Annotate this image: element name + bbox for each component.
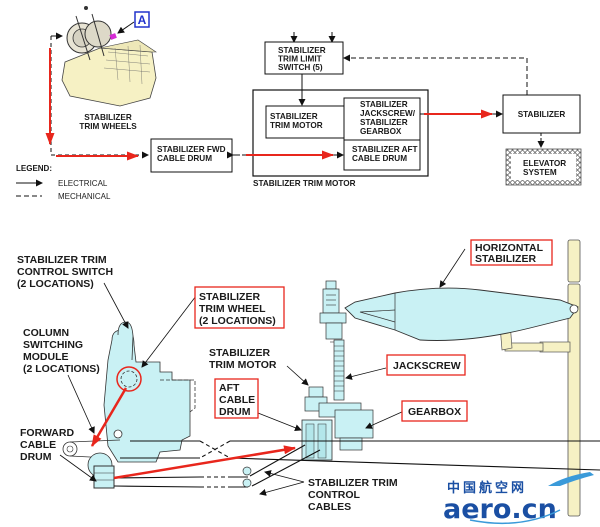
callout-column-switching-module: COLUMN SWITCHING MODULE (2 LOCATIONS)	[23, 327, 100, 375]
callout-leaders	[59, 248, 466, 496]
svg-text:STABILIZER: STABILIZER	[278, 46, 326, 55]
svg-text:CABLE DRUM: CABLE DRUM	[157, 154, 212, 163]
trim-wheels-illustration	[61, 6, 157, 107]
detail-marker-label: A	[138, 13, 147, 27]
box-jackscrew-gearbox: STABILIZER JACKSCREW/ STABILIZER GEARBOX	[343, 97, 421, 141]
svg-text:STABILIZER: STABILIZER	[199, 291, 260, 303]
watermark-latin: aero.cn	[443, 494, 557, 525]
svg-text:CONTROL SWITCH: CONTROL SWITCH	[17, 266, 113, 278]
svg-text:CABLE: CABLE	[219, 394, 255, 406]
svg-text:JACKSCREW: JACKSCREW	[393, 360, 461, 372]
box-stabilizer: STABILIZER	[502, 94, 581, 134]
cable-pulley	[242, 466, 252, 476]
svg-text:STABILIZER: STABILIZER	[360, 118, 408, 127]
swoosh-icon	[469, 509, 561, 525]
svg-text:(2 LOCATIONS): (2 LOCATIONS)	[17, 278, 94, 290]
svg-text:TRIM LIMIT: TRIM LIMIT	[278, 55, 322, 64]
svg-text:SWITCHING: SWITCHING	[23, 339, 83, 351]
trim-wheel-highlight-circle	[116, 366, 142, 392]
trim-motor-group-label: STABILIZER TRIM MOTOR	[253, 179, 356, 188]
svg-text:CABLE: CABLE	[20, 439, 56, 451]
box-trim-motor: STABILIZER TRIM MOTOR	[265, 105, 345, 139]
legend: LEGEND: ELECTRICAL MECHANICAL	[16, 164, 111, 201]
svg-text:STABILIZER FWD: STABILIZER FWD	[157, 145, 226, 154]
svg-text:STABILIZER: STABILIZER	[518, 110, 566, 119]
cable-pulley	[242, 478, 252, 488]
callout-horizontal-stabilizer: HORIZONTAL STABILIZER	[470, 239, 553, 266]
svg-text:STABILIZER: STABILIZER	[270, 112, 318, 121]
callout-aft-cable-drum: AFT CABLE DRUM	[214, 378, 259, 419]
callout-trim-motor: STABILIZER TRIM MOTOR	[209, 347, 277, 371]
red-flow-fwd-to-aft-drum	[113, 445, 296, 480]
svg-text:CABLE DRUM: CABLE DRUM	[352, 154, 407, 163]
svg-text:STABILIZER: STABILIZER	[209, 347, 270, 359]
svg-text:ELEVATOR: ELEVATOR	[523, 159, 566, 168]
svg-text:AFT: AFT	[219, 382, 240, 394]
watermark-chinese: 中国航空网	[447, 480, 527, 496]
callout-jackscrew: JACKSCREW	[386, 354, 466, 376]
svg-text:FORWARD: FORWARD	[20, 427, 74, 439]
stabilizer-feedback-link	[343, 54, 528, 95]
box-fwd-cable-drum: STABILIZER FWD CABLE DRUM	[150, 138, 233, 173]
svg-text:HORIZONTAL: HORIZONTAL	[475, 242, 544, 254]
svg-text:TRIM MOTOR: TRIM MOTOR	[209, 359, 277, 371]
svg-text:TRIM WHEELS: TRIM WHEELS	[79, 122, 137, 131]
svg-text:SYSTEM: SYSTEM	[523, 168, 557, 177]
column-module-illustration	[62, 321, 196, 489]
svg-text:TRIM MOTOR: TRIM MOTOR	[270, 121, 323, 130]
trim-wheel-to-fwd-drum-path	[45, 32, 149, 161]
svg-text:(2 LOCATIONS): (2 LOCATIONS)	[23, 363, 100, 375]
box-trim-limit-switch: STABILIZER TRIM LIMIT SWITCH (5)	[264, 32, 344, 75]
callout-forward-cable-drum: FORWARD CABLE DRUM	[20, 427, 74, 463]
svg-text:CONTROL: CONTROL	[308, 489, 360, 501]
fin-structure	[499, 239, 581, 517]
jackscrew-illustration	[319, 280, 347, 401]
svg-text:STABILIZER: STABILIZER	[360, 100, 408, 109]
svg-text:STABILIZER TRIM: STABILIZER TRIM	[308, 477, 398, 489]
svg-text:GEARBOX: GEARBOX	[408, 406, 461, 418]
callout-gearbox: GEARBOX	[401, 400, 468, 422]
svg-text:(2 LOCATIONS): (2 LOCATIONS)	[199, 315, 276, 327]
svg-text:TRIM WHEEL: TRIM WHEEL	[199, 303, 266, 315]
svg-text:STABILIZER TRIM: STABILIZER TRIM	[17, 254, 107, 266]
box-elevator-system: ELEVATOR SYSTEM	[505, 148, 582, 186]
trim-motor-group: STABILIZER TRIM MOTOR	[252, 89, 429, 188]
legend-title: LEGEND:	[16, 164, 52, 173]
callout-trim-control-switch: STABILIZER TRIM CONTROL SWITCH (2 LOCATI…	[17, 254, 113, 290]
svg-text:STABILIZER AFT: STABILIZER AFT	[352, 145, 418, 154]
svg-text:DRUM: DRUM	[20, 451, 52, 463]
svg-text:GEARBOX: GEARBOX	[360, 127, 402, 136]
trim-wheels-label: STABILIZER TRIM WHEELS	[79, 113, 137, 131]
svg-text:STABILIZER: STABILIZER	[84, 113, 132, 122]
svg-text:JACKSCREW/: JACKSCREW/	[360, 109, 416, 118]
box-aft-cable-drum: STABILIZER AFT CABLE DRUM	[343, 139, 421, 171]
svg-text:MODULE: MODULE	[23, 351, 69, 363]
airplane-icon	[548, 472, 594, 486]
svg-text:COLUMN: COLUMN	[23, 327, 69, 339]
callout-trim-wheel: STABILIZER TRIM WHEEL (2 LOCATIONS)	[194, 286, 285, 329]
detail-marker-a[interactable]: A	[117, 11, 150, 34]
horizontal-stabilizer-illustration	[344, 287, 579, 341]
detail-highlight	[109, 33, 117, 40]
svg-text:CABLES: CABLES	[308, 501, 351, 513]
legend-mechanical-label: MECHANICAL	[58, 192, 111, 201]
svg-text:DRUM: DRUM	[219, 406, 251, 418]
callout-control-cables: STABILIZER TRIM CONTROL CABLES	[308, 477, 398, 513]
watermark-logo: 中国航空网 aero.cn	[443, 472, 594, 525]
legend-electrical-label: ELECTRICAL	[58, 179, 108, 188]
red-flow-wheel-to-fwd-drum	[90, 387, 128, 447]
svg-text:STABILIZER: STABILIZER	[475, 253, 536, 265]
svg-text:SWITCH (5): SWITCH (5)	[278, 63, 323, 72]
